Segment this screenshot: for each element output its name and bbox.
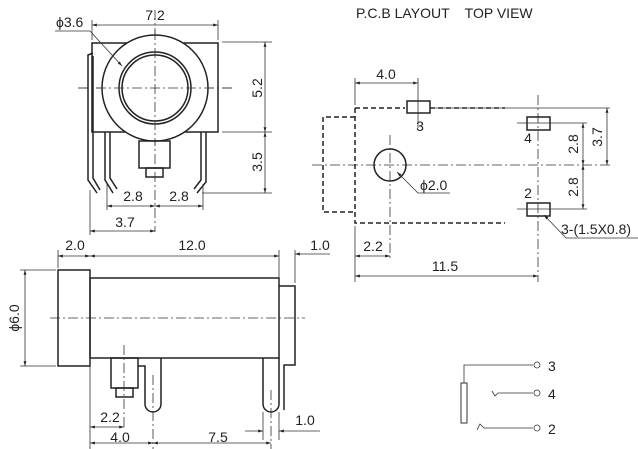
front-view: 7.2 ϕ3.6 5.2 3.5 2.8 2.8 3.7 (55, 7, 272, 235)
terminal-2 (533, 424, 541, 432)
dim-pin1: 4.0 (110, 429, 130, 445)
dim-pitch-upper: 2.8 (565, 134, 581, 154)
schematic-pin-4: 4 (548, 386, 556, 402)
dim-diameter: ϕ6.0 (6, 304, 22, 332)
pad-label-3: 3 (416, 118, 424, 134)
terminal-3 (533, 361, 541, 369)
dim-width: 7.2 (145, 7, 165, 23)
dim-pitch-left: 2.8 (123, 188, 143, 204)
dim-pitch-right: 2.8 (169, 188, 189, 204)
dim-upper-edge: 3.7 (589, 127, 605, 147)
pad-label-2: 2 (524, 185, 532, 201)
dim-hole: ϕ3.6 (56, 14, 84, 30)
dim-head: 2.0 (65, 237, 85, 253)
dim-stem: 2.2 (100, 409, 120, 425)
pad-2 (526, 202, 551, 217)
pad-label-4: 4 (524, 130, 532, 146)
dim-rear: 1.0 (310, 237, 330, 253)
dim-lower-height: 3.5 (249, 152, 265, 172)
schematic: 3 4 2 (460, 358, 556, 437)
dim-pitch-lower: 2.8 (565, 177, 581, 197)
dim-hole: ϕ2.0 (420, 177, 448, 193)
dim-pin-span: 7.5 (208, 429, 228, 445)
pcb-title: P.C.B LAYOUT TOP VIEW (356, 5, 533, 21)
pad-4 (526, 116, 551, 131)
dim-pin-end: 1.0 (295, 412, 315, 428)
dim-body: 12.0 (178, 237, 205, 253)
dim-upper-height: 5.2 (249, 78, 265, 98)
dim-length: 11.5 (432, 258, 458, 274)
dim-offset: 3.7 (115, 214, 135, 230)
terminal-4 (533, 389, 541, 397)
dim-pad-size: 3-(1.5X0.8) (561, 221, 631, 237)
schematic-pin-2: 2 (548, 421, 556, 437)
dim-pad3-offset: 4.0 (376, 66, 396, 82)
dim-hole-offset: 2.2 (363, 238, 383, 254)
side-view: 2.0 12.0 1.0 ϕ6.0 2.2 4.0 7.5 1.0 (6, 237, 330, 449)
pad-3 (406, 100, 431, 114)
schematic-pin-3: 3 (548, 358, 556, 374)
pcb-layout: P.C.B LAYOUT TOP VIEW 3 4 2 4.0 ϕ2.0 2.8… (312, 5, 638, 282)
